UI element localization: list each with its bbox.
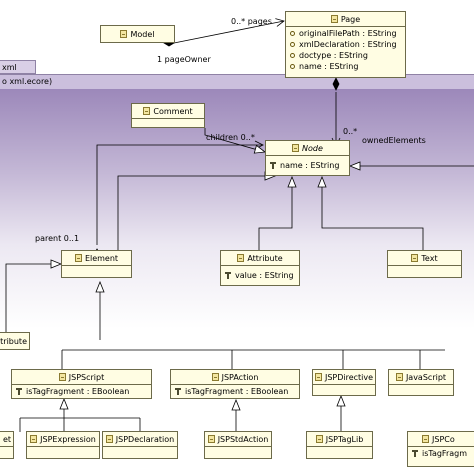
class-attribute[interactable]: Attribute value : EString <box>220 250 300 286</box>
class-name: JSPTagLib <box>325 434 364 444</box>
attribute-icon <box>175 388 181 395</box>
class-jspscript[interactable]: JSPScript isTagFragment : EBoolean <box>11 369 152 399</box>
parent-label: parent 0..1 <box>35 234 80 243</box>
attribute-gen <box>258 177 292 251</box>
class-icon <box>211 373 219 381</box>
package-frame[interactable]: o xml.ecore) <box>0 74 474 329</box>
attr-is-tag-fragment: isTagFragment : EBoolean <box>26 387 130 396</box>
class-element[interactable]: Element <box>61 250 132 278</box>
class-name: JSPStdAction <box>217 434 269 444</box>
class-icon <box>237 254 245 262</box>
class-icon <box>58 373 66 381</box>
class-node[interactable]: Node name : EString <box>265 140 350 176</box>
class-name: et <box>2 434 11 444</box>
attribute-icon <box>16 388 22 395</box>
attr-original-file-path: originalFilePath : EString <box>299 29 397 38</box>
attribute-icon <box>270 162 276 169</box>
text-gen <box>322 177 424 251</box>
attribute-icon <box>290 53 295 58</box>
attr-doctype: doctype : EString <box>299 51 368 60</box>
attribute-icon <box>290 31 295 36</box>
package-gradient <box>0 89 474 329</box>
package-path: o xml.ecore) <box>2 77 53 86</box>
page-diamond <box>332 77 340 91</box>
class-name: JSPCo <box>432 434 455 444</box>
class-jspdirective[interactable]: JSPDirective <box>312 369 376 396</box>
class-jspco[interactable]: JSPCo isTagFragm <box>407 431 474 467</box>
class-icon <box>143 107 151 115</box>
class-name: JSPScript <box>68 372 105 382</box>
ownedelements-label: ownedElements <box>362 136 426 145</box>
class-text[interactable]: Text <box>387 250 462 278</box>
class-name: JavaScript <box>405 372 447 382</box>
attr-name: name : EString <box>280 161 340 170</box>
class-name: Model <box>130 29 155 39</box>
attr-xml-declaration: xmlDeclaration : EString <box>299 40 397 49</box>
class-icon <box>74 254 82 262</box>
attribute-icon <box>225 272 231 279</box>
class-icon <box>207 435 215 443</box>
class-icon <box>411 254 419 262</box>
model-page-line <box>173 18 285 44</box>
class-icon <box>330 15 338 23</box>
package-header: o xml.ecore) <box>0 75 474 89</box>
attr-is-tag-fragm: isTagFragm <box>422 449 468 458</box>
pages-multiplicity: 0..* pages <box>231 17 272 26</box>
class-icon <box>314 373 322 381</box>
class-jspdeclaration[interactable]: JSPDeclaration <box>102 431 178 459</box>
comment-gen <box>204 128 265 152</box>
attribute-icon <box>412 450 418 457</box>
class-javascript[interactable]: JavaScript <box>388 369 454 396</box>
pageowner-label: 1 pageOwner <box>157 55 211 64</box>
class-icon <box>422 435 429 443</box>
left-attr-gen <box>5 264 61 333</box>
class-page[interactable]: Page originalFilePath : EString xmlDecla… <box>285 11 406 78</box>
class-icon <box>315 435 323 443</box>
class-attribute-left[interactable]: ttribute <box>0 332 30 350</box>
class-comment[interactable]: Comment <box>131 103 205 128</box>
class-icon <box>30 435 38 443</box>
class-jspexpression[interactable]: JSPExpression <box>26 431 100 459</box>
class-name: Node <box>302 143 323 153</box>
class-name: Text <box>421 253 438 263</box>
package-tab-label: xml <box>2 63 17 72</box>
attr-name: name : EString <box>299 62 359 71</box>
children-label: children 0..* <box>206 133 255 142</box>
class-name: Attribute <box>247 253 283 263</box>
class-jsptaglib[interactable]: JSPTagLib <box>306 431 373 459</box>
class-model[interactable]: Model <box>100 25 175 43</box>
children-line <box>96 140 264 245</box>
class-name: JSPDirective <box>324 372 374 382</box>
attr-value: value : EString <box>235 271 294 280</box>
class-icon <box>105 435 113 443</box>
class-name: JSPExpression <box>40 434 96 444</box>
element-gen <box>117 176 275 251</box>
class-name: Comment <box>153 106 193 116</box>
class-jspaction[interactable]: JSPAction isTagFragment : EBoolean <box>170 369 300 399</box>
attribute-icon <box>290 42 295 47</box>
class-name: Element <box>84 253 119 263</box>
class-name: JSPAction <box>221 372 259 382</box>
ownedelements-multiplicity: 0..* <box>343 127 358 136</box>
attribute-icon <box>290 64 295 69</box>
class-name: ttribute <box>0 336 27 346</box>
class-name: JSPDeclaration <box>115 434 175 444</box>
attr-is-tag-fragment: isTagFragment : EBoolean <box>185 387 289 396</box>
class-jspstdaction[interactable]: JSPStdAction <box>204 431 272 459</box>
class-et[interactable]: et <box>0 431 14 459</box>
class-icon <box>395 373 403 381</box>
package-tab[interactable]: xml <box>0 60 36 74</box>
class-icon <box>292 144 300 152</box>
class-icon <box>120 30 128 38</box>
class-name: Page <box>340 14 361 24</box>
